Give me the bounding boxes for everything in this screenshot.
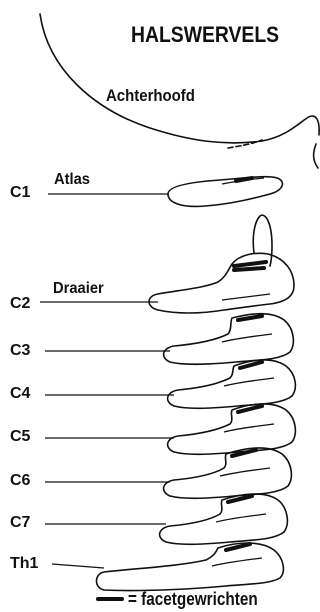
name-label-c1: Atlas xyxy=(54,171,90,189)
facet-joint xyxy=(234,262,266,266)
vertebra-c6 xyxy=(164,448,292,498)
level-label-c5: C5 xyxy=(10,428,30,446)
level-label-th1: Th1 xyxy=(10,555,38,573)
vertebra-th1 xyxy=(97,543,284,591)
level-label-c7: C7 xyxy=(10,514,30,532)
vertebra-c1 xyxy=(168,177,282,207)
level-label-c3: C3 xyxy=(10,342,30,360)
level-label-c1: C1 xyxy=(10,184,30,202)
vertebra-c2 xyxy=(149,215,294,313)
vertebra-c4 xyxy=(168,360,296,408)
leader-line-th1 xyxy=(52,564,104,568)
diagram-title: HALSWERVELS xyxy=(131,22,279,48)
level-label-c2: C2 xyxy=(10,295,30,313)
level-label-c4: C4 xyxy=(10,385,30,403)
vertebra-c3 xyxy=(164,314,294,365)
name-label-c2: Draaier xyxy=(53,280,104,298)
occiput-label: Achterhoofd xyxy=(106,86,195,106)
vertebra-c7 xyxy=(160,494,288,544)
level-label-c6: C6 xyxy=(10,472,30,490)
vertebra-c5 xyxy=(168,404,296,454)
facet-joint xyxy=(234,268,264,270)
legend-label: = facetgewrichten xyxy=(128,589,258,610)
skull-outline-lower xyxy=(314,144,318,168)
